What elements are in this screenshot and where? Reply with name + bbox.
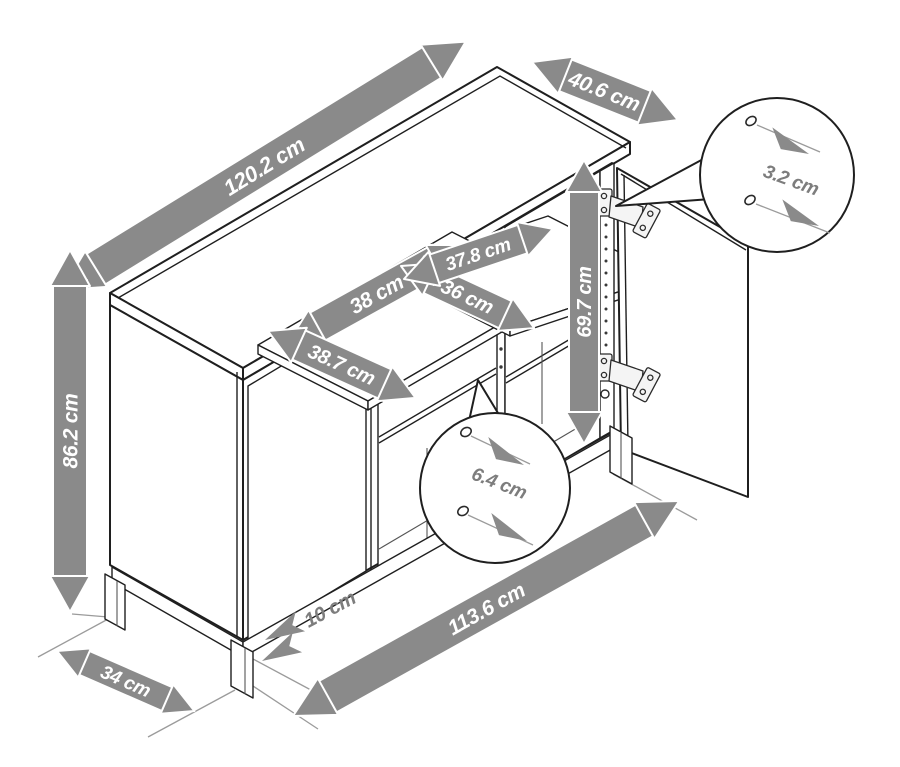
chevron-arrow-icon <box>265 611 306 640</box>
dim-arrow-interior-height: 69.7 cm <box>565 159 603 445</box>
hole-icon <box>744 194 756 206</box>
dim-arrow-base-depth: 34 cm <box>56 647 196 715</box>
hole-icon <box>456 505 470 517</box>
cabinet-side-panel <box>109 304 244 641</box>
chevron-arrow-icon <box>262 632 303 661</box>
dim-arrow-overall-height: 86.2 cm <box>49 249 91 613</box>
hole-icon <box>745 115 757 127</box>
dim-label-overall-height: 86.2 cm <box>60 394 83 469</box>
callout-shelf-holes: 6.4 cm <box>419 379 571 564</box>
callout-hinge-holes: 3.2 cm <box>615 97 855 253</box>
callout-circle <box>699 97 855 253</box>
screw-direction-arrow-icon <box>772 127 809 154</box>
screw-direction-arrow-icon <box>782 199 819 226</box>
hinge-top-icon <box>595 188 661 239</box>
leg-front-left <box>230 639 254 699</box>
cam-hole-icon <box>600 389 610 399</box>
dim-label-interior-height: 69.7 cm <box>574 266 596 337</box>
callout-circle <box>419 412 571 564</box>
leg-front-right <box>609 425 633 485</box>
leg-back-left <box>104 573 126 631</box>
hole-icon <box>459 426 473 438</box>
